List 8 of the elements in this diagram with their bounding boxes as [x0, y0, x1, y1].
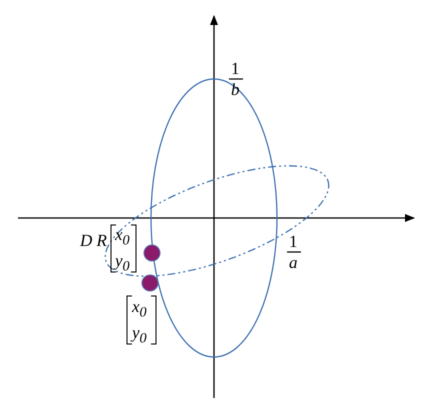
fraction-numerator: 1	[231, 60, 240, 78]
matrix-entry: x$_{0}$	[132, 298, 147, 322]
fraction-denominator: a	[289, 254, 298, 272]
matrix-entry: x$_{0}$	[115, 226, 130, 250]
matrix-entry: y$_{0}$	[115, 252, 130, 276]
matrix-entry: y$_{0}$	[132, 324, 147, 348]
operator-label: D R	[80, 232, 107, 250]
fraction-numerator: 1	[289, 233, 298, 251]
